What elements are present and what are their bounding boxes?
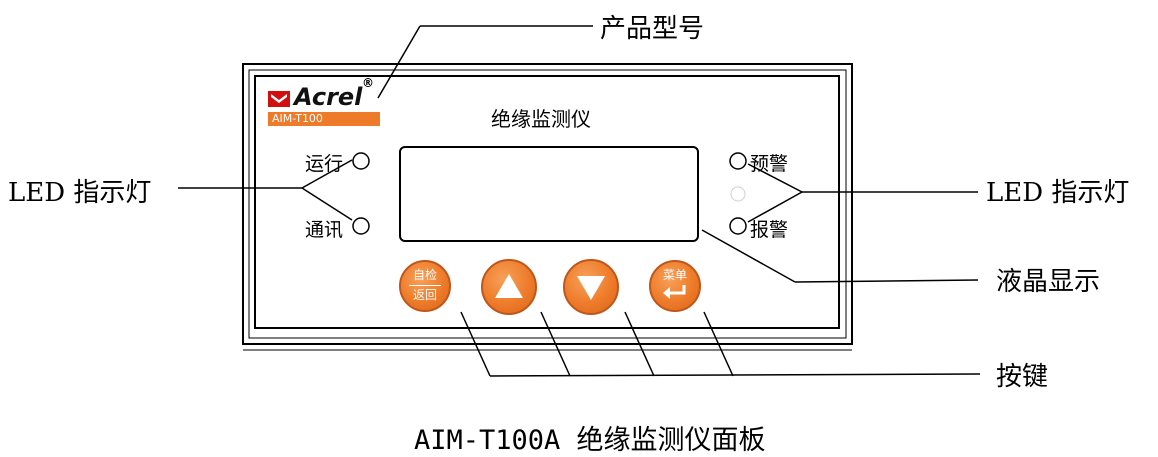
model-badge: AIM-T100 bbox=[268, 112, 380, 126]
led-prewarn bbox=[729, 152, 747, 170]
enter-icon bbox=[663, 285, 686, 299]
acrel-logo-icon bbox=[268, 91, 290, 107]
callout-lcd: 液晶显示 bbox=[996, 267, 1101, 297]
callout-product-model: 产品型号 bbox=[600, 14, 705, 44]
brand-name: Acrel bbox=[294, 83, 363, 111]
figure-caption: AIM-T100A 绝缘监测仪面板 bbox=[414, 425, 766, 456]
callout-led-left: LED 指示灯 bbox=[8, 178, 152, 208]
callout-led-right: LED 指示灯 bbox=[986, 178, 1130, 208]
lcd-display bbox=[402, 149, 696, 239]
down-arrow-icon bbox=[577, 276, 605, 300]
callout-buttons: 按键 bbox=[996, 362, 1049, 392]
led-run bbox=[352, 152, 370, 170]
return-label: 返回 bbox=[412, 288, 437, 302]
led-label-alarm: 报警 bbox=[750, 219, 789, 241]
device-title: 绝缘监测仪 bbox=[491, 107, 591, 131]
button-divider bbox=[409, 285, 441, 286]
brand-logo: Acrel ® AIM-T100 bbox=[268, 76, 380, 126]
led-label-run: 运行 bbox=[305, 153, 344, 175]
down-button[interactable] bbox=[563, 259, 619, 315]
self-check-label: 自检 bbox=[412, 268, 437, 282]
led-label-comm: 通讯 bbox=[305, 219, 344, 241]
menu-label: 菜单 bbox=[662, 268, 687, 282]
self-check-return-button[interactable]: 自检 返回 bbox=[399, 260, 451, 312]
menu-enter-button[interactable]: 菜单 bbox=[649, 260, 701, 312]
model-badge-text: AIM-T100 bbox=[272, 112, 323, 125]
up-arrow-icon bbox=[495, 274, 523, 298]
led-comm bbox=[352, 217, 370, 235]
led-faint bbox=[730, 186, 746, 202]
up-button[interactable] bbox=[481, 259, 537, 315]
led-label-prewarn: 预警 bbox=[750, 153, 789, 175]
brand-registered-mark: ® bbox=[362, 76, 374, 90]
led-alarm bbox=[729, 217, 747, 235]
